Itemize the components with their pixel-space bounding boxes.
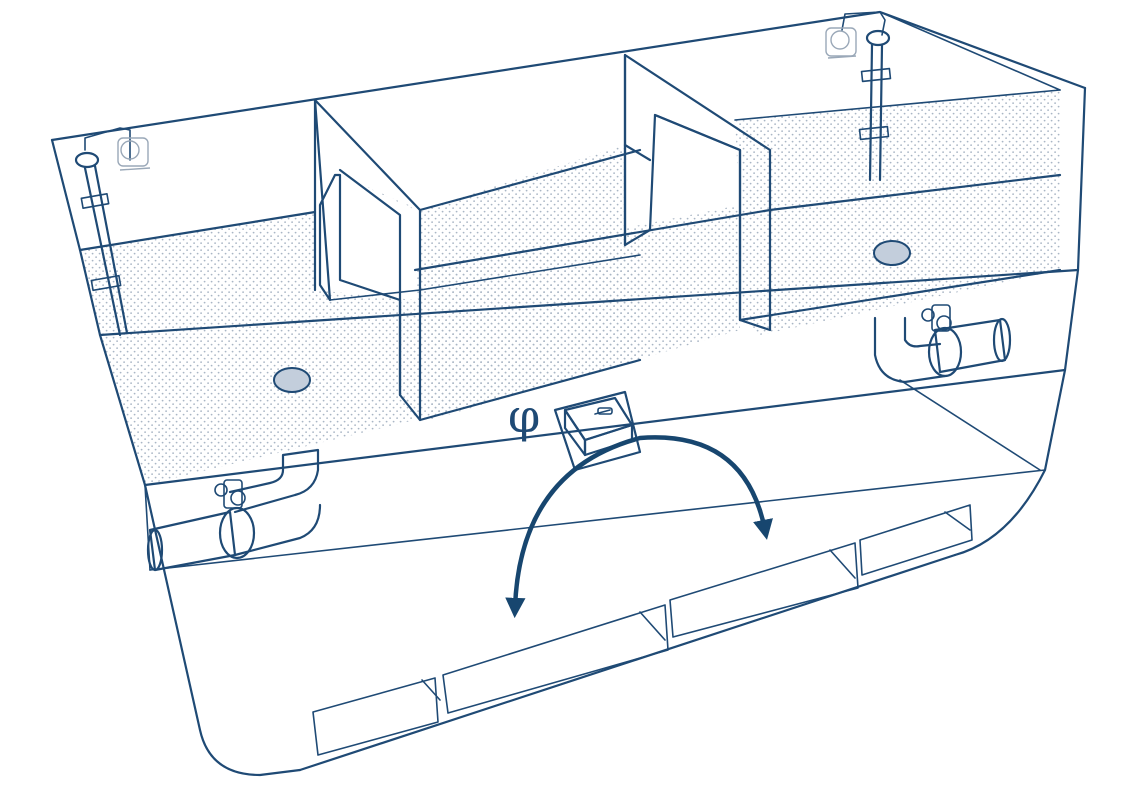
- right-pipe: [873, 304, 1012, 384]
- faint-pump-left: [117, 137, 151, 171]
- duct-front-panel: [418, 148, 642, 422]
- duct-wall-left: [313, 98, 422, 422]
- level-probe-right: [841, 11, 892, 182]
- valve-icon: [921, 304, 963, 378]
- rotation-arrow-icon: [505, 435, 773, 619]
- double-bottom-cells: [312, 504, 973, 756]
- water-center-duct: [340, 145, 740, 420]
- inclinometer-sensor: [553, 390, 642, 472]
- faint-pump-right: [825, 27, 857, 59]
- angle-symbol-label: φ: [508, 389, 540, 443]
- water-left-tank: [80, 212, 415, 485]
- valve-icon: [214, 479, 256, 560]
- duct-wall-right: [623, 53, 772, 332]
- water-right-tank: [735, 90, 1060, 335]
- left-pipe: [146, 448, 322, 572]
- drain-hole-right: [873, 240, 911, 266]
- drain-hole-left: [273, 367, 311, 393]
- level-probe-left: [74, 127, 131, 337]
